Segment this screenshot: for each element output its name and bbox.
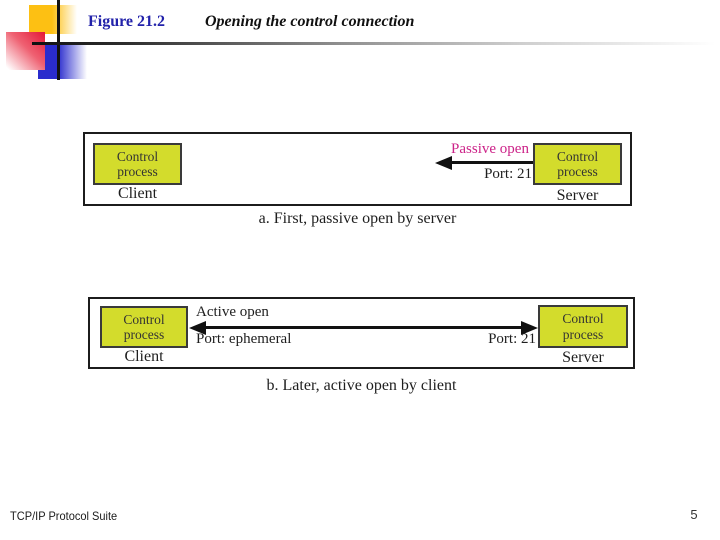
diagram-a-server-port-label: Port: 21 [484,166,532,182]
double-arrow-left-head-icon [189,321,206,335]
diagram-a-server-process-text: Control process [556,148,599,179]
decor-yellow-square [29,5,77,34]
diagram-a-client-process-text: Control process [116,148,159,179]
diagram-b-server-process-box: Control process [538,305,628,348]
decor-vertical-line [57,0,60,80]
diagram-a-caption: a. First, passive open by server [258,210,457,227]
active-open-label: Active open [196,304,269,320]
diagram-b-server-label: Server [562,349,604,366]
diagram-b-caption: b. Later, active open by client [266,377,457,394]
decor-horizontal-rule [32,42,715,45]
diagram-a-arrow-line [451,161,533,164]
diagram-b-client-port-label: Port: ephemeral [196,331,292,347]
diagram-a-client-process-box: Control process [93,143,182,185]
diagram-a-server-process-box: Control process [533,143,622,185]
double-arrow-right-head-icon [521,321,538,335]
diagram-b-client-label: Client [124,348,164,365]
passive-open-label: Passive open [451,141,529,157]
diagram-a-server-label: Server [556,187,599,204]
arrowhead-left-icon [435,156,452,170]
page-number: 5 [690,507,698,522]
figure-title: Opening the control connection [205,13,415,30]
diagram-b-server-process-text: Control process [562,311,604,342]
diagram-b-arrow-line [205,326,521,329]
figure-label: Figure 21.2 [88,13,166,30]
decor-red-square [6,32,45,70]
diagram-a-client-label: Client [117,185,158,202]
diagram-b-client-process-text: Control process [123,311,165,342]
diagram-b-client-process-box: Control process [100,306,188,348]
decor-blue-square [38,43,87,79]
footer-text: TCP/IP Protocol Suite [10,509,118,523]
diagram-b-server-port-label: Port: 21 [488,331,536,347]
